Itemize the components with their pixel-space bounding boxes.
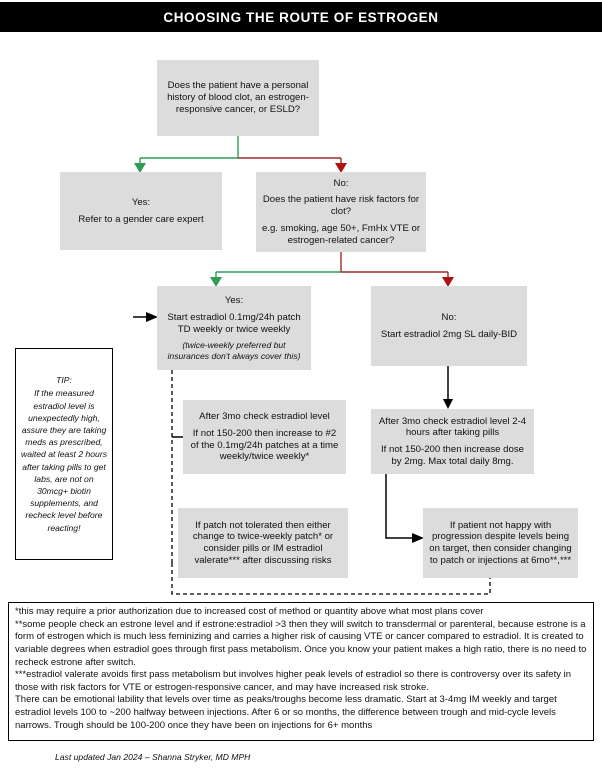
credit-line: Last updated Jan 2024 – Shanna Stryker, … — [55, 752, 251, 762]
footnote-2: **some people check an estrone level and… — [15, 618, 587, 668]
yes-refer-label: Yes: — [131, 196, 151, 208]
yes-refer-text: Refer to a gender care expert — [78, 213, 204, 225]
arrow-root-yes — [134, 163, 146, 173]
footnotes-box: *this may require a prior authorization … — [8, 602, 594, 741]
node-no-risk-factors[interactable]: No: Does the patient have risk factors f… — [256, 172, 426, 252]
no-sl-text: Start estradiol 2mg SL daily-BID — [380, 328, 518, 340]
arrow-sl-nothappy — [412, 533, 424, 543]
node-yes-refer[interactable]: Yes: Refer to a gender care expert — [60, 172, 222, 250]
yes-patch-text: Start estradiol 0.1mg/24h patch TD weekl… — [167, 311, 301, 335]
sl-followup-line2: If not 150-200 then increase dose by 2mg… — [381, 444, 524, 467]
no-sl-label: No: — [441, 311, 457, 323]
node-root-question[interactable]: Does the patient have a personal history… — [157, 60, 319, 136]
sl-followup-line1: After 3mo check estradiol level 2-4 hour… — [378, 415, 527, 439]
arrow-risk-yes — [210, 277, 222, 287]
link-sl-nothappy — [385, 474, 413, 539]
node-yes-patch[interactable]: Yes: Start estradiol 0.1mg/24h patch TD … — [157, 286, 311, 370]
patch-followup-line2: If not 150-200 then increase to #2 of th… — [190, 427, 339, 463]
tip-heading: TIP: — [56, 375, 72, 386]
page-title: CHOOSING THE ROUTE OF ESTROGEN — [163, 9, 439, 25]
root-question-text: Does the patient have a personal history… — [167, 80, 309, 115]
no-risk-question: Does the patient have risk factors for c… — [262, 194, 420, 218]
node-patch-not-tolerated[interactable]: If patch not tolerated then either chang… — [178, 508, 348, 578]
arrow-loop-into-patch — [146, 312, 158, 322]
footnote-3: ***estradiol valerate avoids first pass … — [15, 669, 572, 693]
no-risk-label: No: — [333, 177, 349, 189]
patch-followup-line1: After 3mo check estradiol level — [199, 411, 330, 423]
patch-not-tolerated-text: If patch not tolerated then either chang… — [192, 519, 334, 566]
arrow-risk-no — [442, 277, 454, 287]
arrow-sl-followup — [443, 399, 453, 409]
page-title-bar: CHOOSING THE ROUTE OF ESTROGEN — [0, 2, 602, 32]
tip-body: If the measured estradiol level is unexp… — [21, 388, 107, 533]
arrow-root-no — [335, 163, 347, 173]
yes-patch-note: (twice-weekly preferred but insurances d… — [167, 340, 301, 361]
link-feedback-dashed — [171, 563, 491, 595]
yes-patch-label: Yes: — [224, 295, 244, 307]
not-happy-text: If patient not happy with progression de… — [429, 519, 572, 566]
node-not-happy[interactable]: If patient not happy with progression de… — [423, 508, 578, 578]
footnote-4: There can be emotional lability that lev… — [15, 694, 557, 731]
tip-box: TIP: If the measured estradiol level is … — [15, 348, 113, 560]
node-sl-followup[interactable]: After 3mo check estradiol level 2-4 hour… — [371, 409, 534, 474]
node-patch-followup[interactable]: After 3mo check estradiol level If not 1… — [183, 400, 346, 474]
node-no-sl[interactable]: No: Start estradiol 2mg SL daily-BID — [371, 286, 527, 366]
no-risk-examples: e.g. smoking, age 50+, FmHx VTE or estro… — [261, 222, 421, 246]
footnote-1: *this may require a prior authorization … — [15, 606, 484, 617]
